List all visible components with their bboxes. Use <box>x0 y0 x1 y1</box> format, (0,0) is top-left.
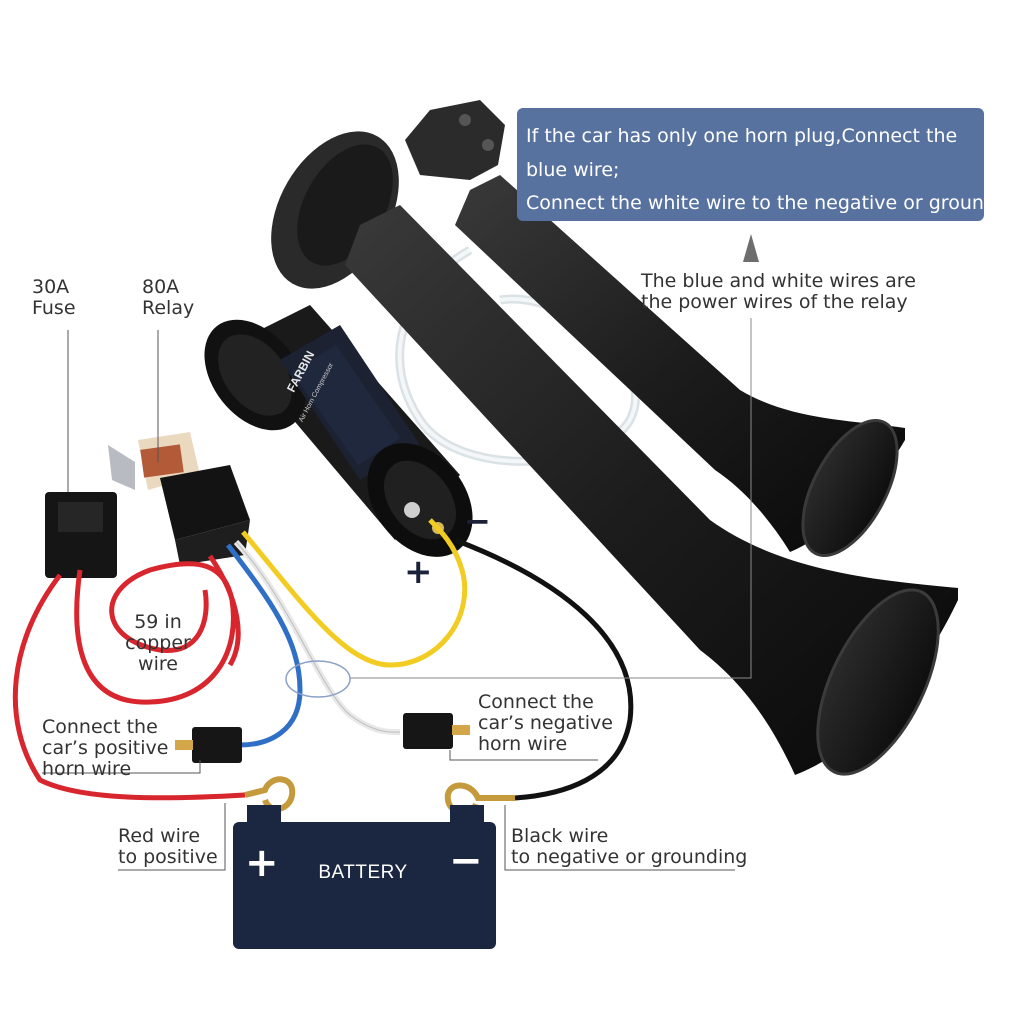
red-wire-label: Red wire to positive <box>118 825 218 868</box>
negative-horn-terminal <box>452 725 470 735</box>
power-wires-leader-line <box>350 318 752 679</box>
fuse-label: 30A Fuse <box>32 276 76 319</box>
black-wire <box>454 537 634 801</box>
battery-plus-sign: + <box>245 840 279 886</box>
power-wires-label: The blue and white wires are the power w… <box>641 270 916 313</box>
positive-horn-wire-label: Connect the car’s positive horn wire <box>42 716 169 780</box>
blue-wire <box>226 543 303 748</box>
back-horn-trumpet <box>455 175 905 552</box>
front-horn-bell <box>816 588 940 776</box>
battery-minus-sign: − <box>449 838 483 884</box>
compressor-plus-sign: + <box>404 552 433 592</box>
fuse-holder <box>45 492 117 578</box>
callout-pointer-arrow <box>743 234 759 262</box>
copper-wire-label: 59 in copper wire <box>125 611 191 675</box>
compressor-minus-sign: − <box>464 502 491 540</box>
battery-label: BATTERY <box>318 862 408 883</box>
white-wire <box>233 539 401 736</box>
battery-terminal-negative-post <box>450 805 484 827</box>
callout-line-1: If the car has only one horn plug,Connec… <box>526 125 958 147</box>
negative-horn-leader-line <box>449 750 598 761</box>
black-wire-label: Black wire to negative or grounding <box>511 825 748 868</box>
positive-horn-connector <box>192 727 242 763</box>
callout-line-2: blue wire; <box>526 158 620 181</box>
back-horn-bell <box>801 419 899 557</box>
air-compressor <box>204 305 473 557</box>
relay <box>108 432 250 565</box>
black-wire-leader-line <box>504 805 735 871</box>
positive-horn-leader-line <box>42 760 201 774</box>
bracket-hole <box>482 139 494 151</box>
battery-terminal-positive-post <box>247 805 281 827</box>
red-ring-terminal <box>244 776 296 812</box>
red-wire-leader-line <box>118 803 226 871</box>
horn-mount-bracket <box>405 100 505 180</box>
negative-horn-connector <box>403 713 453 749</box>
positive-horn-terminal <box>175 740 193 750</box>
wire-highlight-circle <box>285 660 351 698</box>
front-horn-trumpet <box>345 205 958 775</box>
relay-label: 80A Relay <box>142 276 195 319</box>
red-wire-positive <box>12 573 246 801</box>
white-wire-outline <box>235 541 401 733</box>
yellow-wire <box>241 518 468 668</box>
relay-instruction-callout: If the car has only one horn plug,Connec… <box>517 108 1003 221</box>
red-wire-relay <box>207 554 241 667</box>
negative-horn-wire-label: Connect the car’s negative horn wire <box>478 691 613 755</box>
bracket-hole <box>459 114 471 126</box>
battery-body <box>233 822 496 949</box>
callout-line-3: Connect the white wire to the negative o… <box>526 192 1003 214</box>
